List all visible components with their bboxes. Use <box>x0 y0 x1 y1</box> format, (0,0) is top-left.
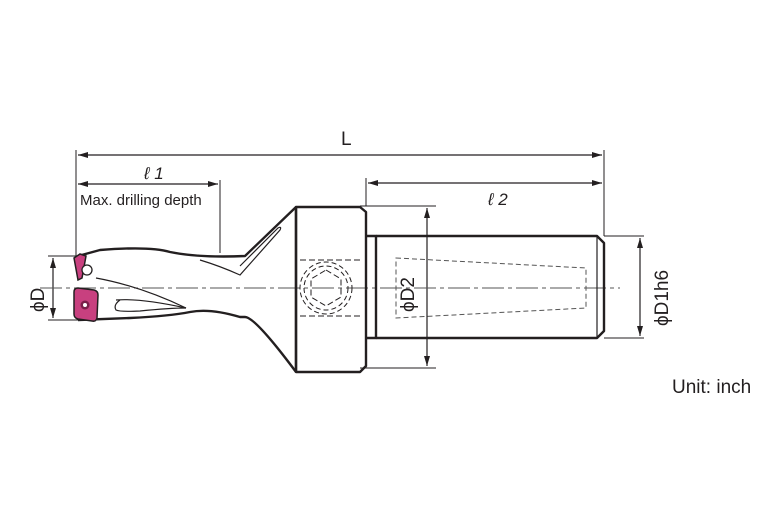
insert-bottom <box>73 287 99 322</box>
label-diameter-d1: ϕD1h6 <box>652 270 673 326</box>
label-L: L <box>341 129 352 150</box>
extension-lines <box>48 150 644 369</box>
label-l1: ℓ 1 <box>143 164 164 183</box>
flute-details <box>95 226 282 312</box>
label-l2: ℓ 2 <box>487 190 508 209</box>
label-diameter-d: ϕD <box>28 288 49 312</box>
shank <box>366 234 606 340</box>
insert-top <box>73 253 93 282</box>
unit-label: Unit: inch <box>672 377 752 398</box>
hex-socket <box>299 259 360 317</box>
coolant-taper <box>395 257 587 319</box>
label-max-drilling-depth: Max. drilling depth <box>80 192 202 209</box>
drill-body <box>77 205 368 374</box>
label-diameter-d2: ϕD2 <box>398 277 419 312</box>
